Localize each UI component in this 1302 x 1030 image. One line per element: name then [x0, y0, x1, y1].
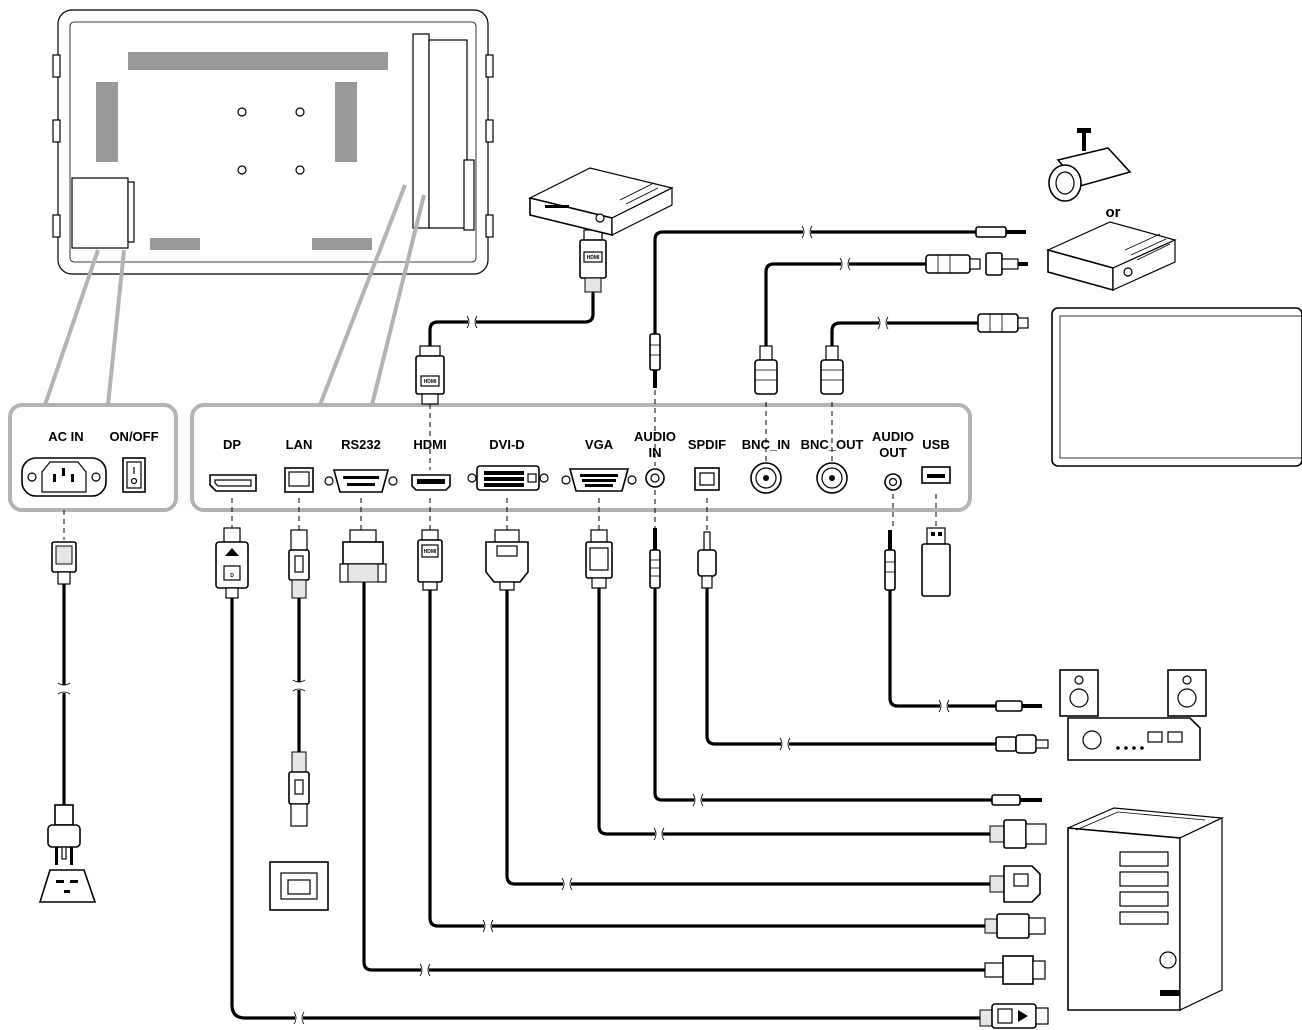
power-panel: [8, 403, 178, 512]
label-audio-out-line1: AUDIO: [872, 429, 914, 444]
audio-in-plug: [649, 528, 661, 589]
label-spdif: SPDIF: [688, 437, 726, 452]
on-off-switch: [122, 457, 146, 493]
rs232-plug: [339, 529, 387, 583]
label-bnc-out: BNC_OUT: [801, 437, 864, 452]
bnc-in-cable-plug: [754, 345, 778, 395]
dp-port: [209, 474, 257, 492]
rs232-cable-plug-pc: [984, 955, 1046, 985]
bnc-in-port: [750, 462, 782, 494]
io-panel: [190, 403, 972, 512]
bnc-in-cable-plug-source: [925, 252, 1028, 276]
vga-cable-plug-pc: [989, 819, 1047, 849]
label-vga: VGA: [585, 437, 614, 452]
audio-amplifier-icon: [1059, 669, 1207, 761]
spdif-cable-plug-amp: [995, 734, 1049, 754]
label-dvi-d: DVI-D: [489, 437, 524, 452]
label-audio-out-line2: OUT: [879, 445, 907, 460]
dvi-d-port: [467, 465, 549, 491]
dvd-player-icon: [528, 167, 674, 237]
desktop-pc-tower-icon: [1067, 807, 1225, 1011]
security-camera-icon: [1048, 128, 1132, 202]
audio-out-cable-plug-amp: [995, 700, 1042, 712]
vga-plug: [585, 529, 613, 589]
cable-breaks: [57, 225, 950, 1025]
hdmi-cable-plug-pc: [984, 913, 1046, 939]
label-dp: DP: [223, 437, 241, 452]
bnc-out-cable-plug-monitor: [977, 313, 1029, 333]
audio-in-cable-plug-pc: [991, 794, 1042, 806]
label-on-off: ON/OFF: [109, 429, 158, 444]
bnc-out-cable-plug: [820, 345, 844, 395]
usb-drive-icon: [921, 527, 951, 597]
power-outlet-icon: [38, 869, 97, 903]
svg-text:HDMI: HDMI: [424, 379, 437, 385]
dashed-guides: [63, 390, 937, 540]
audio-in-cable-plug: [649, 333, 661, 388]
svg-text:HDMI: HDMI: [587, 255, 600, 261]
svg-text:HDMI: HDMI: [424, 549, 437, 555]
lan-port: [284, 467, 314, 493]
dp-plug: D: [215, 527, 249, 599]
dvi-d-cable-plug-pc: [989, 865, 1041, 903]
ac-power-plug: [47, 541, 81, 865]
dp-cable-plug-pc: [979, 1003, 1049, 1029]
bnc-out-port: [816, 462, 848, 494]
dvi-d-plug: [485, 529, 529, 591]
spdif-plug: [697, 531, 717, 589]
audio-in-cable-plug-source: [975, 226, 1026, 238]
label-usb: USB: [922, 437, 949, 452]
usb-port: [921, 466, 951, 484]
display-rear-panel-icon: [52, 9, 494, 275]
ac-in-port: [21, 457, 107, 497]
rs232-port: [324, 469, 398, 493]
lan-plug: [288, 529, 310, 827]
hdmi-port: [411, 474, 451, 491]
vga-port: [561, 468, 637, 492]
dvd-player-icon-2: [1046, 221, 1177, 292]
audio-in-jack: [645, 468, 665, 488]
label-bnc-in: BNC_IN: [742, 437, 790, 452]
spdif-port: [694, 467, 720, 491]
label-ac-in: AC IN: [48, 429, 83, 444]
hdmi-cable-plug-dvd: HDMI: [579, 229, 607, 293]
audio-out-plug: [884, 530, 896, 591]
hdmi-cable-plug-upper: HDMI: [415, 345, 445, 405]
svg-text:D: D: [230, 573, 234, 579]
label-lan: LAN: [286, 437, 313, 452]
lan-wall-socket-icon: [269, 861, 329, 911]
monitor-icon: [1051, 307, 1302, 467]
label-rs232: RS232: [341, 437, 381, 452]
hdmi-plug: HDMI: [417, 529, 443, 591]
cables: [62, 230, 998, 1020]
label-audio-in-line2: IN: [649, 445, 662, 460]
audio-out-jack: [884, 473, 902, 491]
label-or: or: [1106, 204, 1121, 221]
